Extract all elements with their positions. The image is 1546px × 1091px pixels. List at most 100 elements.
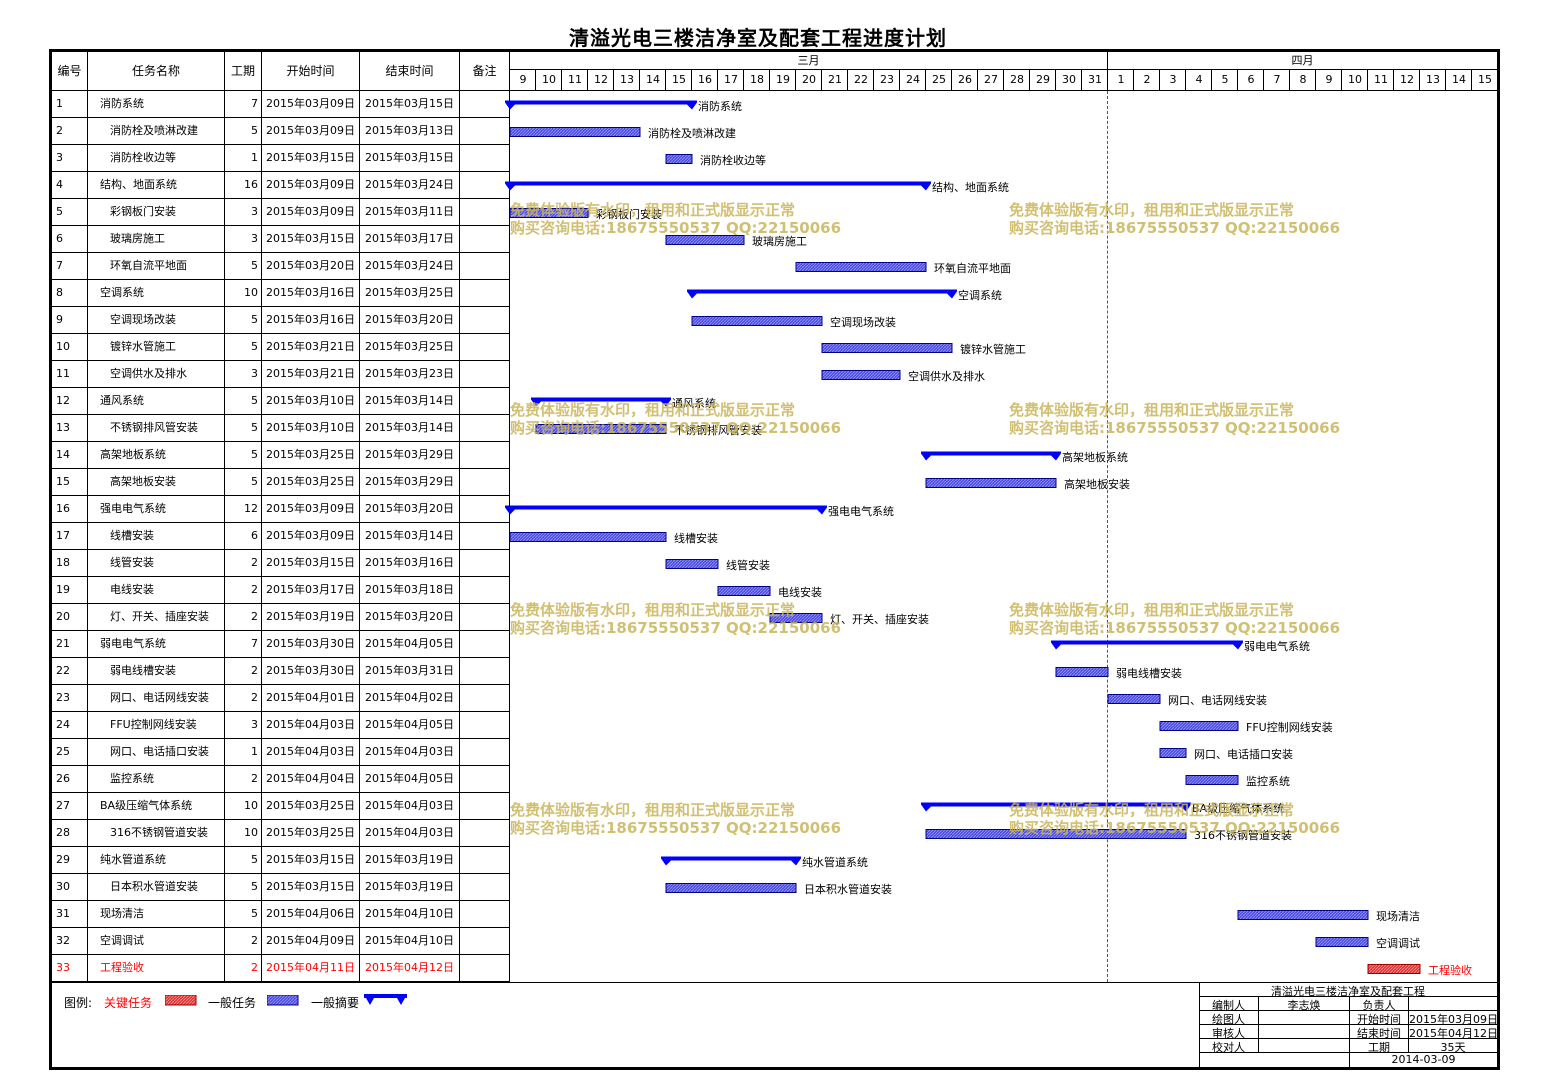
title-block: 清溢光电三楼洁净室及配套工程 编制人 李志焕 负责人 绘图人 开始时间 2015… [1199,982,1498,1067]
task-end: 2015年03月15日 [365,151,454,164]
day-header-cell: 9 [1325,73,1333,86]
day-header-cell: 10 [542,73,556,86]
task-name: 日本积水管道安装 [110,880,198,893]
task-name: FFU控制网线安装 [110,718,197,731]
task-end: 2015年03月31日 [365,664,454,677]
task-name: 玻璃房施工 [110,232,165,245]
day-header-cell: 12 [1400,73,1414,86]
day-header-cell: 6 [1247,73,1255,86]
legend-label: 图例: [64,996,93,1010]
row-divider [52,576,509,577]
bar-label: 消防栓及喷淋改建 [648,126,736,140]
task-start: 2015年03月10日 [266,394,355,407]
task-name: 线管安装 [110,556,154,569]
task-start: 2015年04月06日 [266,907,355,920]
row-divider [52,468,509,469]
day-header-divider [821,70,822,90]
task-name: 工程验收 [100,961,144,974]
summary-bar [505,505,827,515]
task-bar [795,262,927,272]
bar-label: 彩钢板门安装 [596,207,662,221]
col-header-start: 开始时间 [286,64,335,78]
task-end: 2015年04月10日 [365,907,454,920]
title-block-editor: 李志焕 [1287,999,1321,1012]
task-start: 2015年03月15日 [266,853,355,866]
summary-bar [921,451,1061,461]
task-duration: 1 [251,151,258,164]
task-duration: 2 [251,610,258,623]
task-name: 空调供水及排水 [110,367,187,380]
day-header-cell: 12 [594,73,608,86]
task-id: 13 [56,421,70,434]
bar-label: 日本积水管道安装 [804,882,892,896]
task-id: 1 [56,97,63,110]
day-header-cell: 23 [880,73,894,86]
day-header-divider [1445,70,1446,90]
task-id: 6 [56,232,63,245]
task-name: 316不锈钢管道安装 [110,826,208,839]
task-duration: 5 [251,475,258,488]
bar-label: 高架地板系统 [1062,450,1128,464]
task-name: 线槽安装 [110,529,154,542]
task-start: 2015年04月11日 [266,961,355,974]
task-start: 2015年03月25日 [266,475,355,488]
row-divider [52,711,509,712]
row-divider [52,657,509,658]
task-bar [665,154,693,164]
task-start: 2015年03月19日 [266,610,355,623]
day-header-cell: 13 [1426,73,1440,86]
summary-bar [687,289,957,299]
task-bar [717,586,771,596]
task-name: 空调调试 [100,934,144,947]
bar-label: 玻璃房施工 [752,234,807,248]
task-name: 纯水管道系统 [100,853,166,866]
task-name: 通风系统 [100,394,144,407]
day-header-divider [535,70,536,90]
task-end: 2015年03月18日 [365,583,454,596]
row-divider [52,414,509,415]
task-name: 消防栓及喷淋改建 [110,124,198,137]
day-header-divider [1315,70,1316,90]
table-column-divider [261,52,262,982]
task-bar [1159,748,1187,758]
task-start: 2015年03月09日 [266,502,355,515]
task-end: 2015年03月20日 [365,313,454,326]
row-divider [52,954,509,955]
task-bar [925,829,1187,839]
task-id: 18 [56,556,70,569]
summary-bar [531,397,671,407]
legend-summary-label: 一般摘要 [311,996,360,1010]
task-bar [1055,667,1109,677]
task-id: 26 [56,772,70,785]
task-name: 高架地板系统 [100,448,166,461]
task-duration: 2 [251,691,258,704]
row-divider [52,360,509,361]
task-id: 31 [56,907,70,920]
day-header-cell: 4 [1195,73,1203,86]
day-header-divider [717,70,718,90]
title-block-duration-label: 工期 [1368,1041,1390,1054]
day-header-divider [1237,70,1238,90]
task-end: 2015年03月29日 [365,475,454,488]
task-end: 2015年03月24日 [365,178,454,191]
task-bar [821,370,901,380]
task-name: 镀锌水管施工 [110,340,176,353]
day-header-divider [665,70,666,90]
task-start: 2015年03月21日 [266,340,355,353]
task-end: 2015年04月03日 [365,799,454,812]
task-start: 2015年03月30日 [266,664,355,677]
task-id: 19 [56,583,70,596]
task-duration: 7 [251,637,258,650]
day-header-cell: 14 [1452,73,1466,86]
day-header-cell: 3 [1169,73,1177,86]
task-duration: 2 [251,772,258,785]
header-divider [52,90,509,91]
task-id: 14 [56,448,70,461]
day-header-divider [1341,70,1342,90]
task-bar [665,883,797,893]
row-divider [52,684,509,685]
task-duration: 10 [244,286,258,299]
task-duration: 5 [251,259,258,272]
row-divider [52,198,509,199]
task-id: 25 [56,745,70,758]
